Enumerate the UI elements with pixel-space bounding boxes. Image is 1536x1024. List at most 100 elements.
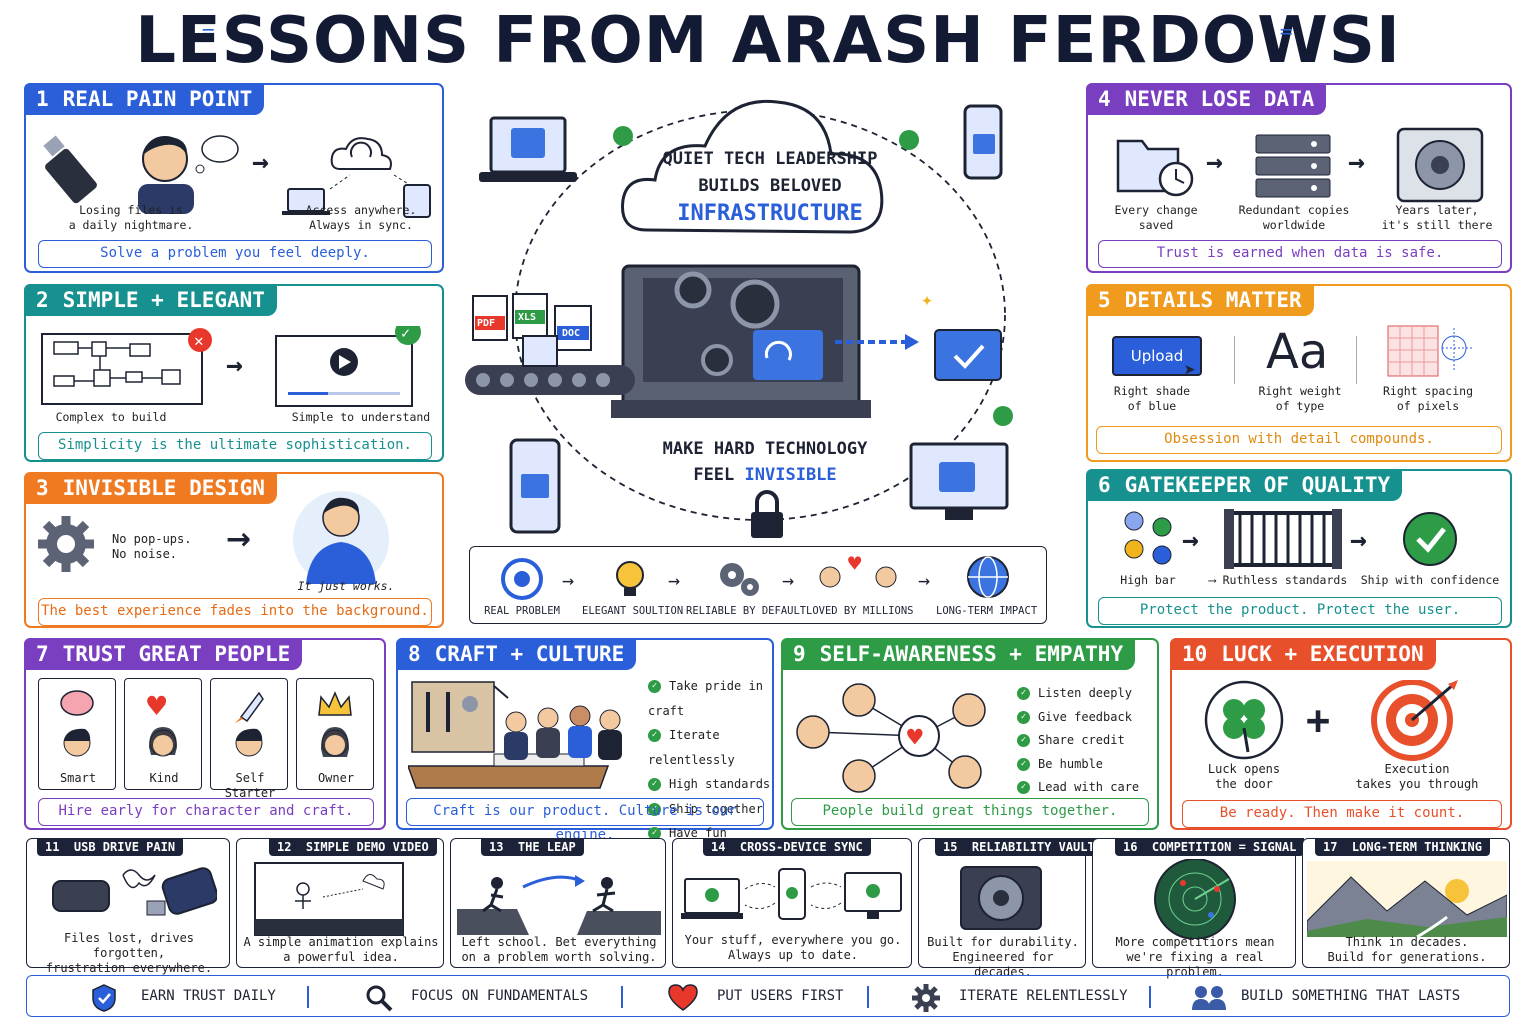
check-icon: ✓ — [1017, 710, 1030, 724]
small-card-cross-device-sync: 14 CROSS-DEVICE SYNC Your stuff, everywh… — [672, 838, 912, 968]
cloud-sync-icon — [330, 137, 392, 170]
check-icon: ✓ — [1017, 757, 1030, 771]
people-network-illustration: ♥ — [796, 683, 986, 793]
caption-line: of blue — [1127, 399, 1177, 413]
workbench-icon — [408, 765, 610, 789]
caption-line: Right weight — [1258, 384, 1342, 398]
upload-button-sample: Upload — [1112, 336, 1202, 376]
journey-step-label: REAL PROBLEM — [484, 605, 560, 617]
small-card-title: USB DRIVE PAIN — [73, 840, 176, 854]
check-icon: ✓ — [648, 680, 661, 693]
caption-line: Always up to date. — [727, 948, 859, 962]
divider — [867, 986, 869, 1008]
arrow-icon: → — [1350, 523, 1367, 556]
caption-line: Right shade — [1113, 384, 1191, 398]
file-doc-icon — [554, 305, 592, 351]
target-icon — [501, 558, 543, 600]
divider — [307, 986, 309, 1008]
caption-line: Built for durability. — [927, 935, 1079, 949]
caption-line: A simple animation explains — [243, 935, 439, 949]
brain-icon — [60, 690, 94, 716]
card-number: 9 — [793, 642, 806, 666]
bottom-values-bar: EARN TRUST DAILY FOCUS ON FUNDAMENTALS P… — [26, 975, 1510, 1017]
arrow-icon: → — [562, 568, 574, 592]
check-icon: ✓ — [648, 802, 661, 816]
value-label: BUILD SOMETHING THAT LASTS — [1241, 988, 1461, 1004]
person-label: Self Starter — [224, 771, 276, 800]
gear-icon — [38, 516, 94, 572]
arrow-icon: → — [1182, 523, 1199, 556]
magnifier-icon — [366, 985, 393, 1012]
caption-line: Think in decades. — [1345, 935, 1469, 949]
usb-to-cloud-illustration: → — [43, 135, 431, 218]
quality-dots-icon — [1124, 511, 1172, 565]
arrow-icon: ⟶ — [1208, 573, 1216, 587]
pegboard-icon — [411, 681, 495, 753]
four-leaf-clover-icon — [1204, 680, 1284, 760]
card-footer: Solve a problem you feel deeply. — [38, 240, 432, 268]
check-icon: ✓ — [1017, 687, 1030, 700]
users-icon — [1192, 986, 1226, 1010]
heart-icon — [668, 984, 698, 1011]
success-check-icon — [395, 326, 421, 345]
small-card-long-term-thinking: 17 LONG-TERM THINKING Think in decades.B… — [1302, 838, 1510, 968]
tablet-icon — [403, 184, 431, 218]
caption-line: No pop-ups. — [112, 532, 192, 546]
small-card-number: 17 — [1323, 840, 1338, 854]
gears-icon — [720, 563, 759, 596]
card-number: 8 — [408, 642, 421, 666]
arrow-icon: → — [226, 348, 243, 381]
svg-text:✓: ✓ — [401, 326, 410, 342]
checklist-item: Share credit — [1038, 733, 1125, 747]
checklist-item: High standards — [669, 777, 771, 791]
person-tile-kind: ♥ Kind — [124, 678, 202, 790]
caption-line: Luck opens — [1207, 762, 1281, 776]
shield-icon — [92, 984, 116, 1012]
heart-icon: ♥ — [147, 687, 167, 725]
value-label: PUT USERS FIRST — [717, 988, 844, 1004]
success-check-icon — [1403, 512, 1457, 566]
caption-line: the door — [1215, 777, 1273, 791]
journey-step-label: ELEGANT SOULTION — [582, 605, 684, 617]
arrow-icon: → — [1206, 145, 1223, 178]
phone-device-icon — [963, 104, 1003, 180]
cloud-icon — [621, 99, 884, 234]
check-icon: ✓ — [648, 729, 661, 742]
tablet-device-icon — [509, 438, 561, 534]
complex-to-simple-illustration: ✕ → ✓ — [41, 326, 421, 407]
demo-video-icon — [254, 862, 404, 936]
center-infrastructure-illustration: ✦ — [465, 99, 1013, 538]
caption-line: Complex to build — [55, 410, 167, 424]
mountain-road-icon — [1307, 861, 1507, 937]
divider — [1149, 986, 1151, 1008]
caption-line: Simple to understand — [291, 410, 431, 424]
target-bullseye-icon — [1371, 680, 1458, 761]
craft-checklist: ✓Take pride in craft ✓Iterate relentless… — [648, 674, 772, 846]
checklist-item: Iterate relentlessly — [648, 728, 735, 767]
checklist-item: Give feedback — [1038, 709, 1132, 724]
thought-bubble-icon — [195, 135, 239, 174]
person-tile-smart: Smart — [38, 678, 116, 790]
gear-icon — [912, 984, 940, 1012]
checklist-item: Be humble — [1038, 756, 1104, 771]
caption-line: worldwide — [1262, 218, 1326, 232]
checklist-item: Take pride in craft — [648, 679, 763, 718]
small-card-simple-demo-video: 12 SIMPLE DEMO VIDEO A simple animation … — [236, 838, 444, 968]
checklist-item: Listen deeply — [1038, 686, 1132, 700]
divider — [1356, 336, 1357, 384]
center-tagline: MAKE HARD TECHNOLOGY FEEL INVISIBLE — [610, 436, 920, 488]
arrow-icon: → — [1348, 145, 1365, 178]
small-card-title: THE LEAP — [517, 840, 576, 854]
rocket-icon — [239, 691, 264, 723]
caption-line: of pixels — [1396, 399, 1460, 413]
divider — [1234, 336, 1235, 384]
caption-line: It just works. — [297, 579, 395, 593]
empathy-checklist: ✓ Listen deeply ✓ Give feedback ✓ Share cre… — [1017, 682, 1139, 800]
small-card-number: 12 — [277, 840, 292, 854]
card-footer: Obsession with detail compounds. — [1096, 426, 1502, 454]
card-title: DETAILS MATTER — [1124, 288, 1302, 312]
